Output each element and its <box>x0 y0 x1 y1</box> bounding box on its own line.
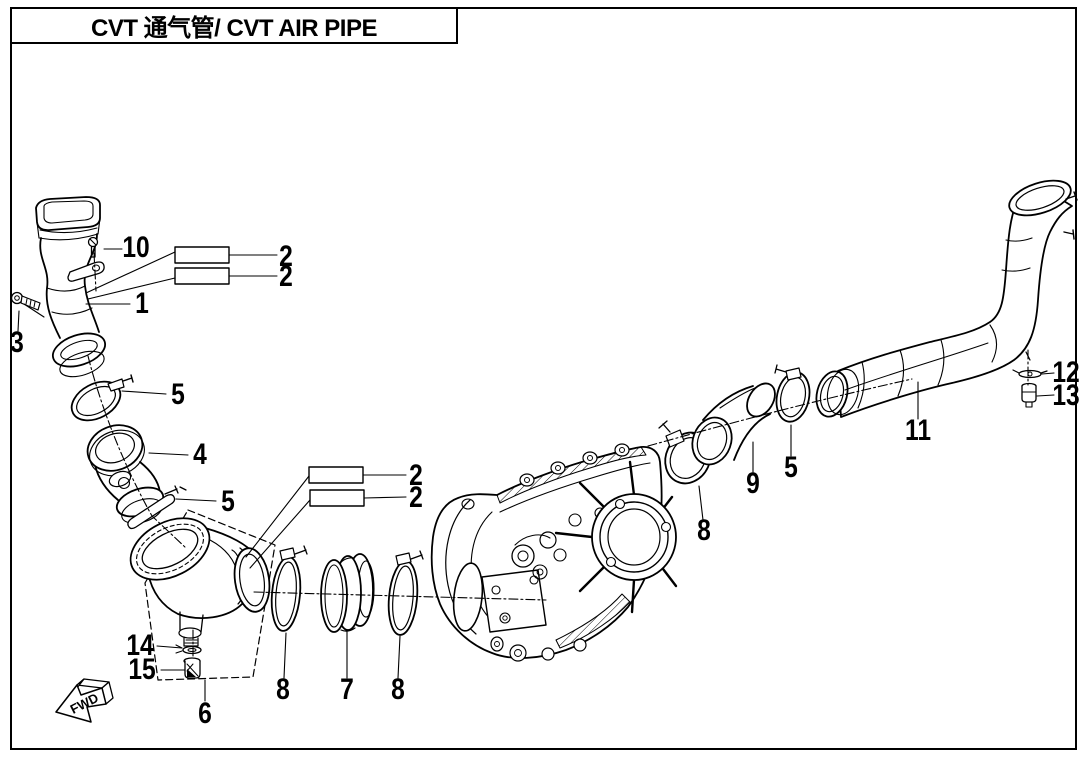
callout-part-2-d: 2 <box>409 481 423 514</box>
callout-part-15: 15 <box>128 653 156 686</box>
part-15-drain-plug <box>183 657 201 679</box>
callout-part-6: 6 <box>198 697 212 730</box>
callout-part-5-a: 5 <box>171 378 185 411</box>
callout-part-11: 11 <box>904 414 932 447</box>
callout-part-5-c: 5 <box>784 451 798 484</box>
part-8-clamp-mid <box>387 550 424 636</box>
part-13-plug <box>1021 382 1037 408</box>
part-10-screw <box>87 236 99 258</box>
cvt-cover-housing <box>430 443 678 662</box>
callout-part-1: 1 <box>135 287 149 320</box>
fwd-arrow: FWD <box>55 678 114 723</box>
callout-part-4: 4 <box>193 438 207 471</box>
callout-part-3: 3 <box>10 326 24 359</box>
part-3-bolt <box>10 291 41 311</box>
callout-part-9: 9 <box>746 467 760 500</box>
callout-part-2-a: 2 <box>279 240 293 273</box>
callout-part-8-b: 8 <box>391 673 405 706</box>
part-5-clamp-right <box>774 364 811 423</box>
center-lines <box>87 252 1029 660</box>
callout-part-10: 10 <box>122 231 150 264</box>
part-1-air-pipe <box>35 196 106 378</box>
callout-part-14: 14 <box>126 629 154 662</box>
leader-lines <box>17 248 1055 702</box>
part-8-clamp-left <box>270 545 308 632</box>
part-11-air-pipe <box>815 179 1078 418</box>
callout-part-12: 12 <box>1052 356 1080 389</box>
part-6-elbow-duct <box>129 517 271 647</box>
part-2-label-boxes <box>174 246 365 507</box>
page-title: CVT 通气管/ CVT AIR PIPE <box>91 15 377 42</box>
title-bar: CVT 通气管/ CVT AIR PIPE <box>10 7 458 44</box>
part-5-clamp-middle <box>127 485 187 530</box>
callout-part-2-b: 2 <box>279 260 293 293</box>
part-7-bellows <box>320 553 375 633</box>
callout-part-5-b: 5 <box>221 485 235 518</box>
callout-part-8-a: 8 <box>276 673 290 706</box>
callout-part-2-c: 2 <box>409 459 423 492</box>
part-9-elbow-pipe <box>691 382 776 466</box>
callout-part-8-c: 8 <box>697 514 711 547</box>
callout-part-7: 7 <box>340 673 354 706</box>
callout-part-13: 13 <box>1052 379 1080 412</box>
part-5-clamp-upper <box>70 374 134 422</box>
page-border <box>10 7 1077 750</box>
part-12-clip <box>1012 369 1048 379</box>
part-14-washer <box>175 644 202 655</box>
